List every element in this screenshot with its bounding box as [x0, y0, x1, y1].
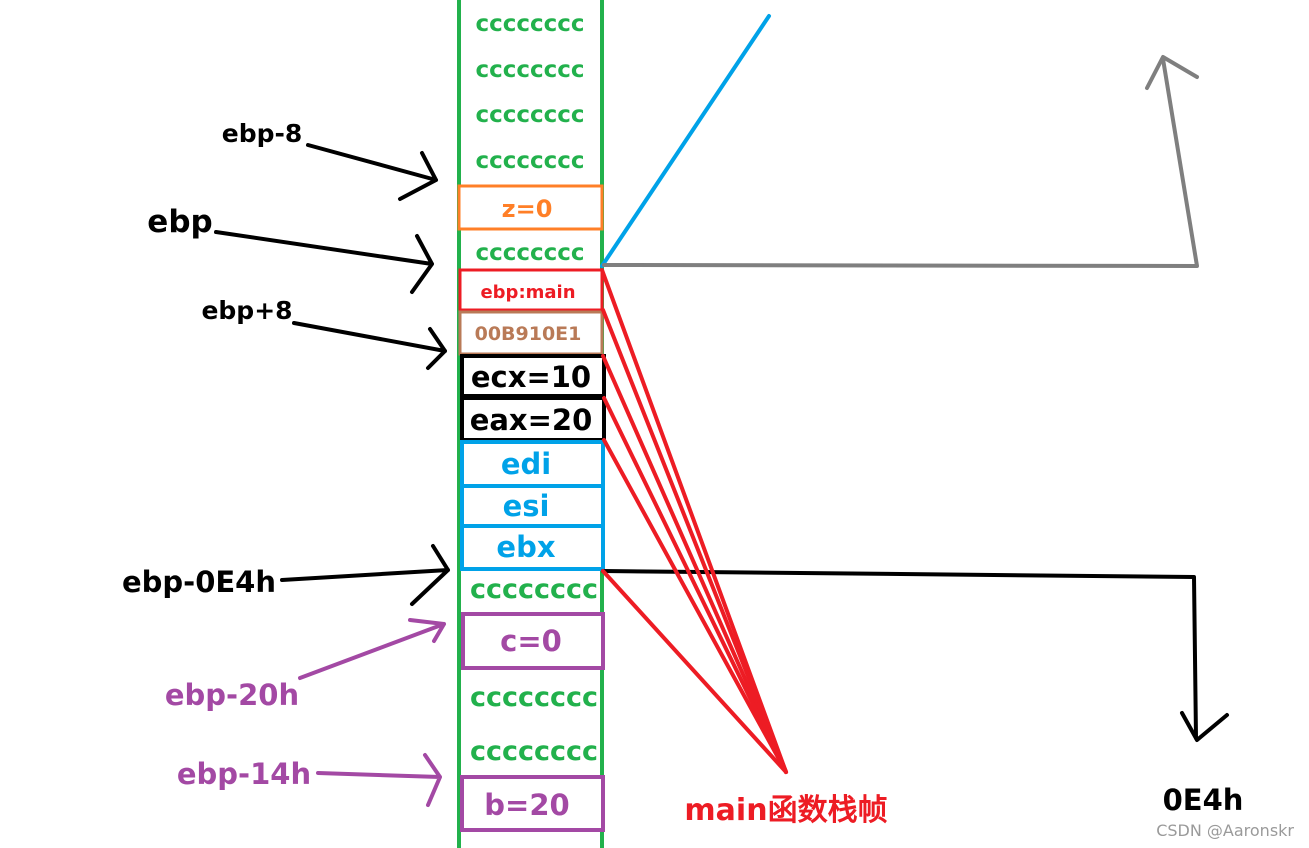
stack-cell-b: b=20	[484, 788, 569, 822]
stack-cell-fill-7: cccccccc	[470, 682, 598, 713]
pointer-label-ebp: ebp	[147, 204, 212, 240]
stack-cell-fill-4: cccccccc	[475, 148, 584, 174]
pointer-ebp-minus-8: ebp-8	[222, 119, 438, 201]
stack-cell-ebx: ebx	[496, 530, 555, 564]
red-line-4	[602, 396, 788, 774]
stack-cell-saved-ebp-box	[458, 268, 604, 312]
pointer-label-ebp-minus-20h: ebp-20h	[165, 678, 299, 712]
stack-cell-z: z=0	[502, 195, 553, 223]
stack-cell-eax-box	[460, 396, 606, 442]
pointer-ebp: ebp	[147, 204, 434, 294]
black-arrowhead	[1180, 711, 1229, 742]
stack-cell-esi-box	[460, 484, 605, 528]
gray-connector-line	[602, 57, 1199, 268]
stack-cell-b-box	[460, 775, 605, 832]
pointer-ebp-minus-14h: ebp-14h	[177, 753, 442, 807]
red-line-1	[600, 268, 788, 774]
arrow-ebp-minus-0e4h	[280, 544, 450, 606]
stack-cell-fill-1: cccccccc	[475, 11, 584, 37]
arrow-ebp	[214, 230, 434, 294]
stack-cell-fill-8: cccccccc	[470, 736, 598, 767]
pointer-label-ebp-minus-14h: ebp-14h	[177, 757, 311, 791]
main-frame-red-lines	[600, 268, 788, 774]
red-line-6	[601, 569, 788, 774]
stack-cell-edi: edi	[501, 447, 551, 481]
pointer-ebp-minus-20h: ebp-20h	[165, 618, 446, 712]
arrow-ebp-minus-14h	[316, 753, 442, 807]
stack-cell-z-box	[457, 184, 604, 231]
arrow-ebp-minus-8	[306, 143, 438, 201]
stack-cell-edi-box	[460, 440, 605, 488]
stack-cell-ecx-box	[460, 354, 606, 398]
stack-cell-ecx: ecx=10	[471, 360, 591, 394]
arrow-ebp-plus-8	[292, 321, 447, 370]
pointer-ebp-plus-8: ebp+8	[201, 296, 447, 370]
stack-cell-c: c=0	[500, 624, 562, 658]
frame-size-label: 0E4h	[1163, 783, 1244, 817]
stack-cell-ebx-box	[460, 524, 605, 571]
arrow-ebp-minus-20h	[298, 618, 446, 680]
red-line-3	[601, 354, 788, 774]
stack-cell-fill-2: cccccccc	[475, 57, 584, 83]
pointer-label-ebp-minus-8: ebp-8	[222, 119, 303, 148]
stack-cell-return-address-box	[458, 310, 604, 356]
pointer-label-ebp-plus-8: ebp+8	[201, 296, 292, 325]
gray-arrowhead	[1145, 55, 1199, 90]
watermark: CSDN @Aaronskr	[1156, 821, 1294, 840]
stack-cell-fill-5: cccccccc	[475, 240, 584, 266]
pointer-ebp-minus-0e4h: ebp-0E4h	[122, 544, 450, 606]
black-connector-line	[601, 569, 1198, 740]
stack-cell-eax: eax=20	[470, 403, 593, 437]
stack-cell-fill-6: cccccccc	[470, 574, 598, 605]
stack-cell-esi: esi	[503, 489, 550, 523]
blue-frame-line	[600, 14, 771, 268]
red-line-5	[602, 438, 788, 774]
stack-cell-c-box	[461, 612, 605, 670]
stack-cell-saved-ebp: ebp:main	[480, 282, 575, 303]
black-downward-arrow	[601, 569, 1229, 742]
stack-cell-return-address: 00B910E1	[475, 323, 582, 345]
red-line-2	[601, 308, 788, 774]
main-frame-label: main函数栈帧	[684, 793, 887, 828]
stack-cell-fill-3: cccccccc	[475, 102, 584, 128]
gray-upward-arrow	[602, 55, 1199, 268]
stack-cells: cccccccc cccccccc cccccccc cccccccc z=0 …	[457, 11, 606, 832]
pointer-label-ebp-minus-0e4h: ebp-0E4h	[122, 565, 276, 599]
